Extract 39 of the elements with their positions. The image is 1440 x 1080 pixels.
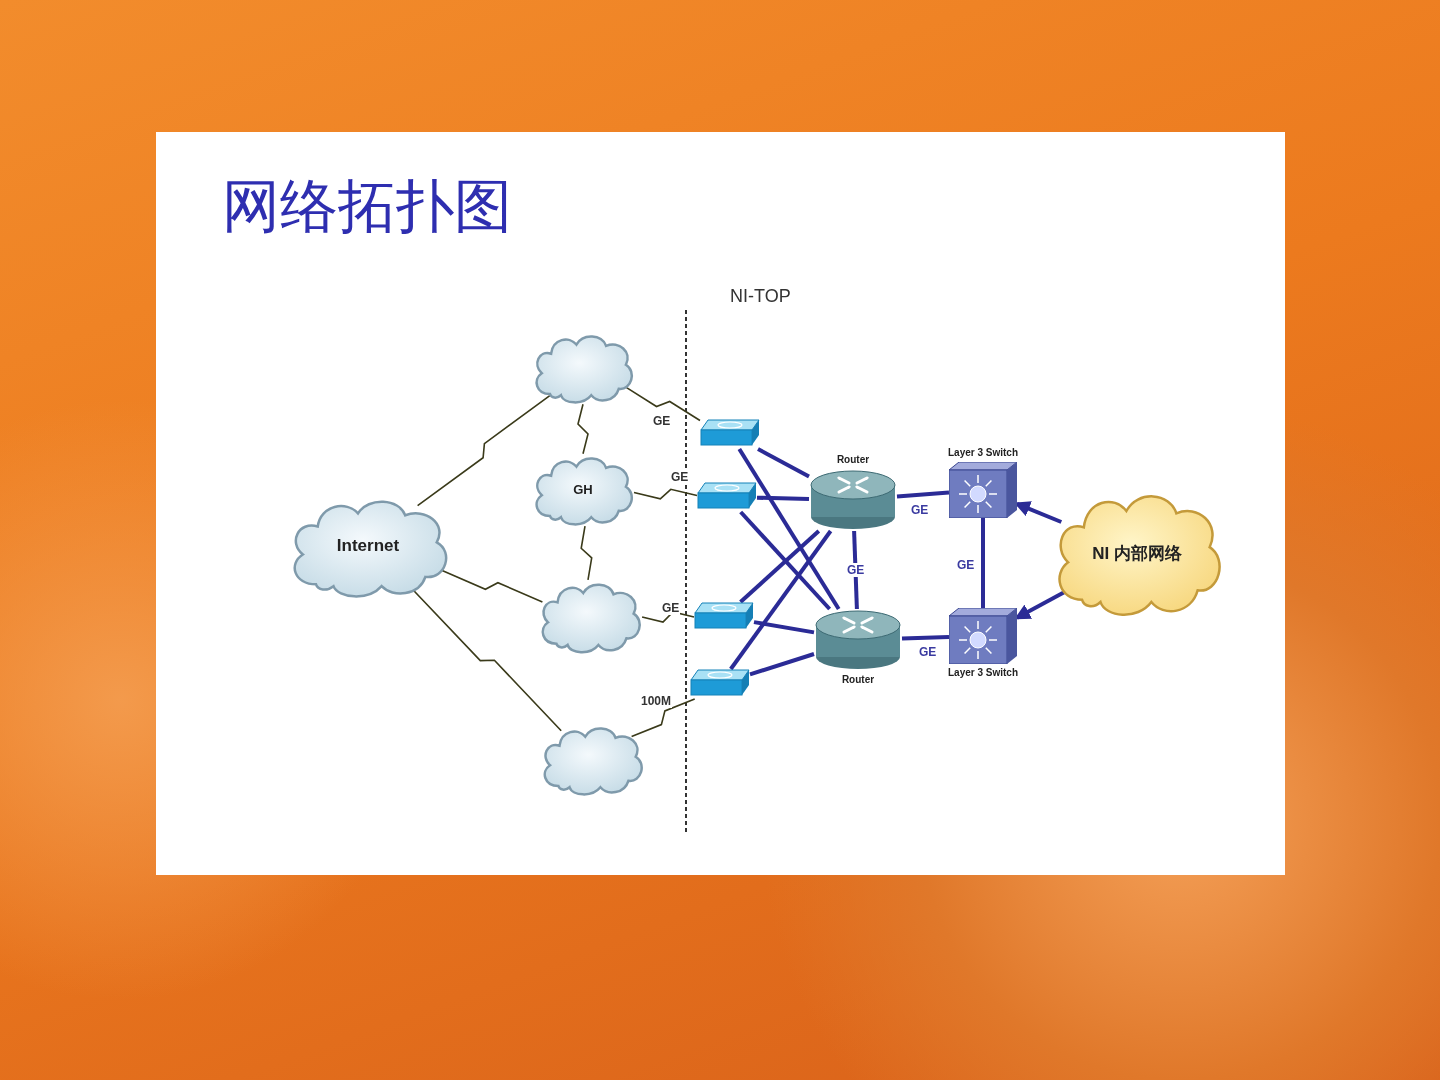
network-link [1014,501,1063,524]
network-link [729,529,833,671]
serial-link [577,403,589,455]
network-link [901,635,950,641]
network-link [737,447,841,611]
edge-label: 100M [640,694,673,708]
device-label: Layer 3 Switch [947,666,1019,680]
edge-label: GE [910,503,930,517]
serial-link [625,386,701,422]
network-link [739,510,832,611]
network-link [749,652,815,677]
serial-link [633,488,698,500]
serial-link [630,698,696,738]
serial-link [412,589,562,732]
cloud-label: Internet [335,536,401,556]
device-label: Layer 3 Switch [947,446,1019,460]
network-link [896,490,950,499]
network-link [981,518,985,608]
edge-label: GE [670,470,690,484]
edge-label: GE [918,645,938,659]
network-link [852,530,859,610]
cloud-label: GH [572,482,594,497]
serial-link [440,569,544,603]
edge-label: GE [661,601,681,615]
network-link [739,529,821,604]
network-link [753,620,815,635]
slide-title: 网络拓扑图 [222,171,512,242]
device-label: Router [835,453,871,467]
serial-link [580,525,593,581]
network-link [756,495,810,501]
zone-label: NI-TOP [730,286,791,307]
serial-link [416,394,551,507]
edge-label: GE [652,414,672,428]
edge-label: GE [846,563,866,577]
serial-link [641,611,695,623]
network-link [757,447,810,479]
cloud-label: NI 内部网络 [1091,543,1183,565]
edge-label: GE [956,558,976,572]
device-label: Router [840,673,876,687]
